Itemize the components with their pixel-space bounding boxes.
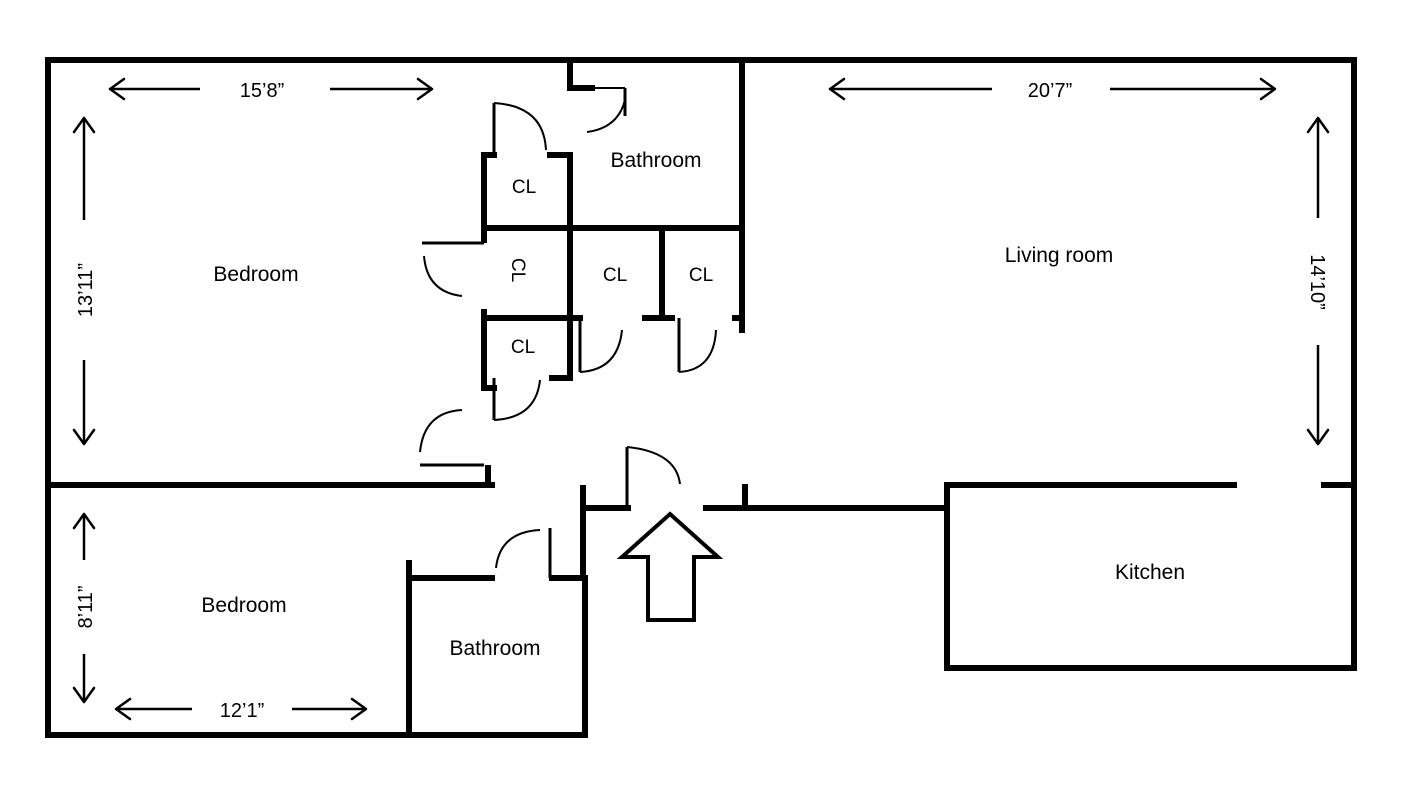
closet-label-rotated: CL: [507, 258, 528, 282]
closet-label-middle: CL: [603, 265, 627, 286]
closet-label-lower: CL: [511, 337, 535, 358]
room-label-bathroom-upper: Bathroom: [610, 149, 701, 172]
interior-walls: [45, 57, 1357, 738]
door-closet-top: [492, 102, 547, 155]
room-label-bedroom-second: Bedroom: [201, 594, 286, 617]
door-main-bedroom: [419, 409, 484, 467]
closet-label-right: CL: [689, 265, 713, 286]
dim-arrow-bedroom-main-width: [108, 77, 434, 101]
dim-arrow-bedroom-second-height: [72, 512, 96, 704]
door-lower-bathroom: [495, 528, 552, 578]
entry-arrow-icon: [616, 511, 724, 622]
dim-arrow-bedroom-main-height: [72, 116, 96, 446]
closet-labels: CL CL CL CL CL: [507, 177, 713, 358]
room-label-living-room: Living room: [1005, 244, 1114, 267]
dim-arrow-bedroom-second-width: [114, 697, 368, 721]
doors: [419, 87, 717, 578]
dim-arrow-living-room-height: [1306, 116, 1330, 446]
dim-label-bedroom-second-width: 12’1”: [220, 700, 264, 722]
door-closet-rotated: [422, 241, 484, 297]
room-label-kitchen: Kitchen: [1115, 561, 1185, 584]
dim-label-living-room-height: 14’10”: [1306, 254, 1328, 310]
dim-label-bedroom-main-width: 15’8”: [240, 80, 284, 102]
dim-label-bedroom-second-height: 8’11”: [75, 586, 97, 629]
door-entry: [625, 446, 681, 508]
door-closet-lower: [492, 378, 541, 421]
exterior-walls: [45, 57, 1357, 738]
door-upper-bathroom: [586, 87, 627, 133]
room-labels: Bedroom Bathroom Living room Bedroom Bat…: [201, 149, 1185, 660]
dim-label-living-room-width: 20’7”: [1028, 80, 1072, 102]
dim-arrow-living-room-width: [828, 77, 1277, 101]
room-label-bathroom-lower: Bathroom: [449, 637, 540, 660]
dimension-arrows: [72, 77, 1330, 721]
dim-label-bedroom-main-height: 13’11”: [75, 263, 97, 317]
room-label-bedroom-main: Bedroom: [213, 263, 298, 286]
door-closet-right: [677, 318, 717, 373]
door-closet-middle: [578, 318, 623, 373]
closet-label-top: CL: [512, 177, 536, 198]
dimension-labels: 15’8” 13’11” 20’7” 14’10” 8’11” 12’1”: [75, 80, 1328, 722]
